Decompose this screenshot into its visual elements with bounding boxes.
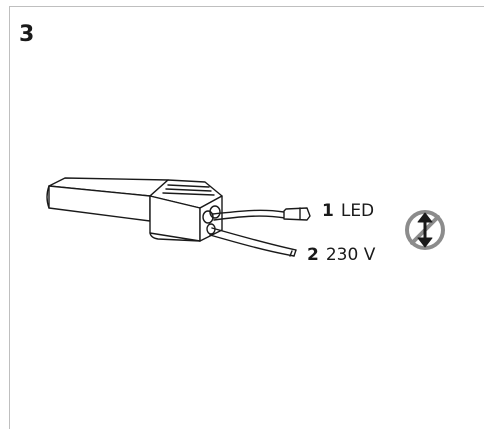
led-cable-text: LED	[340, 201, 375, 221]
frame-left-border	[9, 6, 10, 429]
led-driver-icon	[46, 177, 311, 257]
mains-cable-label: 2 230 V	[307, 247, 375, 264]
step-number: 3	[19, 22, 35, 47]
frame-top-border	[9, 6, 484, 7]
mains-cable-number: 2	[307, 245, 319, 265]
no-vertical-orientation-icon	[405, 210, 445, 250]
led-cable-label: 1 LED	[322, 203, 374, 220]
led-cable-number: 1	[322, 201, 334, 221]
mains-cable-text: 230 V	[325, 245, 376, 265]
